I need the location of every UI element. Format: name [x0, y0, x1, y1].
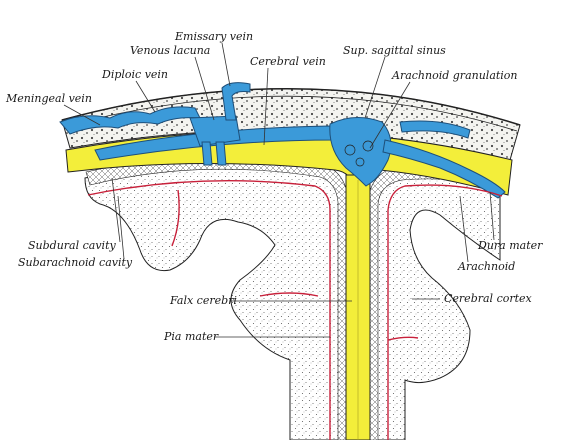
- label-cerebral-cortex: Cerebral cortex: [444, 292, 533, 305]
- label-falx-cerebri: Falx cerebri: [169, 294, 237, 307]
- venous-system: [59, 82, 506, 199]
- arachnoid-granulation-bumps: [344, 140, 374, 167]
- label-arachnoid-granulation: Arachnoid granulation: [391, 69, 518, 82]
- label-meningeal-vein: Meningeal vein: [5, 92, 92, 105]
- label-sup-sagittal-sinus: Sup. sagittal sinus: [343, 44, 446, 57]
- label-diploic-vein: Diploic vein: [101, 68, 168, 81]
- label-cerebral-vein: Cerebral vein: [250, 55, 326, 68]
- label-venous-lacuna: Venous lacuna: [130, 44, 210, 57]
- leader-lines: [63, 42, 495, 338]
- pia-mater-layer: [87, 180, 503, 440]
- label-dura-mater: Dura mater: [477, 239, 543, 252]
- label-emissary-vein: Emissary vein: [174, 30, 253, 43]
- right-hemisphere: [374, 170, 501, 440]
- label-subarachnoid-cavity: Subarachnoid cavity: [18, 256, 133, 269]
- label-pia-mater: Pia mater: [163, 330, 219, 343]
- label-arachnoid: Arachnoid: [457, 260, 515, 273]
- label-subdural-cavity: Subdural cavity: [28, 239, 116, 252]
